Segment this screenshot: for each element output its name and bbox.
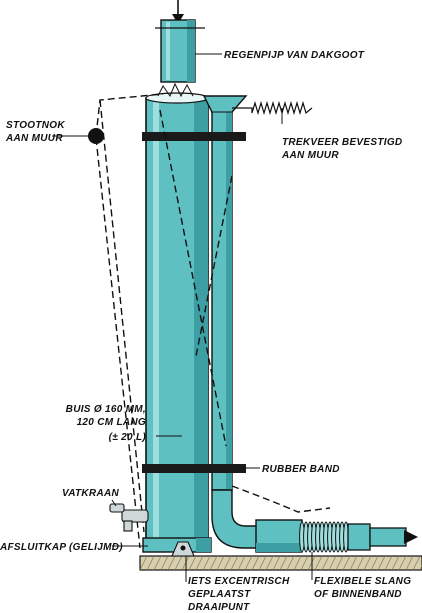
labels: REGENPIJP VAN DAKGOOT STOOTNOK AAN MUUR … — [0, 50, 411, 613]
label-slang-1: FLEXIBELE SLANG — [314, 576, 411, 587]
label-buis-2: 120 CM LANG — [77, 417, 146, 428]
downpipe — [155, 19, 205, 83]
label-afsluitkap: AFSLUITKAP (GELIJMD) — [0, 542, 123, 553]
label-trekveer-1: TREKVEER BEVESTIGD — [282, 137, 402, 148]
tap-icon — [109, 503, 149, 532]
label-slang-2: OF BINNENBAND — [314, 589, 402, 600]
inflow-arrow — [172, 0, 184, 24]
pivot-icon — [171, 541, 195, 557]
label-trekveer-2: AAN MUUR — [281, 150, 339, 161]
label-excentrisch-3: DRAAIPUNT — [188, 602, 250, 613]
label-excentrisch-1: IETS EXCENTRISCH — [188, 576, 290, 587]
label-stootnok-1: STOOTNOK — [6, 120, 65, 131]
rubber-band-top — [142, 132, 246, 141]
tension-spring — [232, 100, 313, 116]
label-rubber-band: RUBBER BAND — [262, 464, 340, 475]
leader-lines — [52, 53, 313, 582]
label-buis-1: BUIS Ø 160 MM, — [66, 404, 146, 415]
swing-outline — [95, 93, 331, 549]
ground-base — [139, 555, 422, 571]
label-stootnok-2: AAN MUUR — [5, 133, 63, 144]
overflow-tube — [202, 95, 418, 553]
label-excentrisch-2: GEPLAATST — [188, 589, 251, 600]
label-vatkraan: VATKRAAN — [62, 488, 120, 499]
label-regenpijp: REGENPIJP VAN DAKGOOT — [224, 50, 365, 61]
label-buis-3: (± 20 L) — [109, 432, 147, 443]
rubber-band-bottom — [142, 464, 246, 473]
